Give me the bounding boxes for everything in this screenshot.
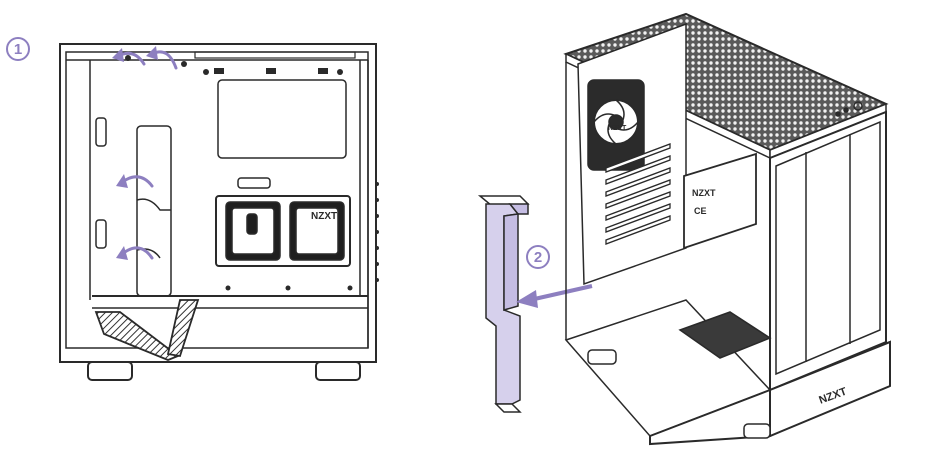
step-1-badge: 1: [6, 37, 30, 61]
case-side-view: [59, 43, 379, 381]
psu-ce-mark: CE: [694, 206, 707, 216]
step-2-badge: 2: [526, 245, 550, 269]
psu-label-left: NZXT: [311, 211, 337, 222]
removed-bracket: [477, 195, 530, 413]
curved-arrow-heads: [112, 46, 158, 260]
arrow-left-icon: [516, 284, 593, 308]
psu-brand-label: NZXT: [692, 188, 716, 198]
case-isometric-view: [563, 12, 891, 446]
fan-brand-label: NZXT: [608, 125, 627, 132]
